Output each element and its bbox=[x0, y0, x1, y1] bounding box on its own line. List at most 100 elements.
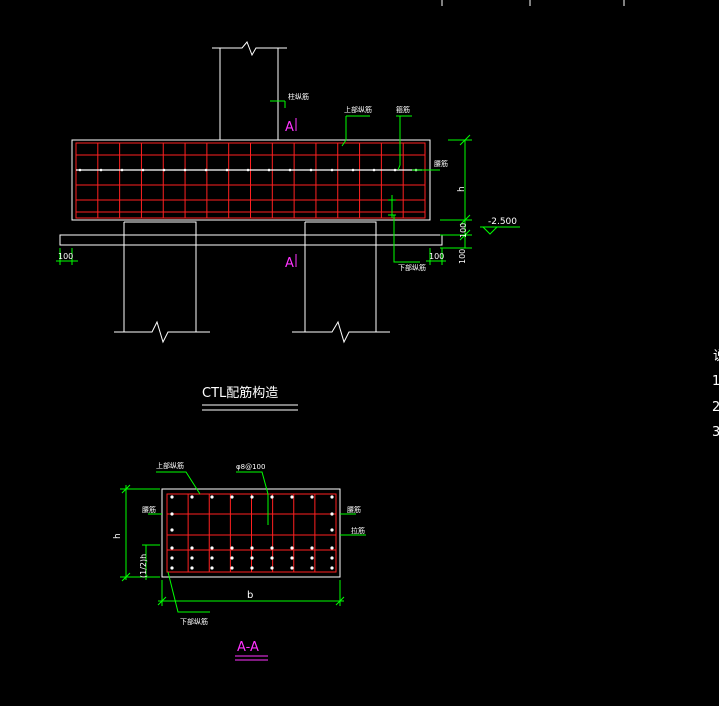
top-bar-dot bbox=[162, 168, 166, 172]
top-bar-dot bbox=[351, 168, 355, 172]
main-title: CTL配筋构造 bbox=[202, 385, 278, 401]
section-outline bbox=[161, 488, 341, 578]
elevation-dimensions bbox=[56, 134, 520, 265]
section-mark-bottom: A bbox=[285, 256, 294, 271]
callout-stirrup: 箍筋 bbox=[396, 105, 410, 114]
section-bar-dot-bottom bbox=[210, 556, 214, 560]
section-bar-dot-bottom bbox=[290, 546, 294, 550]
top-bar-dot bbox=[267, 168, 271, 172]
section-bar-dot-top bbox=[170, 495, 174, 499]
section-bar-dot-bottom bbox=[210, 566, 214, 570]
section-bar-dot-bottom bbox=[190, 546, 194, 550]
section-bar-dot-bottom bbox=[230, 556, 234, 560]
callout-top-bar: 上部纵筋 bbox=[344, 105, 372, 114]
top-bar-dot bbox=[120, 168, 124, 172]
section-bar-dot-bottom bbox=[170, 566, 174, 570]
section-dim-b: b bbox=[247, 590, 253, 601]
section-bar-dot-top bbox=[310, 495, 314, 499]
section-dim-h: h bbox=[113, 533, 123, 539]
section-callouts bbox=[148, 471, 366, 613]
dim-100-b: 100 bbox=[458, 249, 467, 264]
section-dimensions bbox=[120, 484, 345, 606]
callout-waist-bar: 腰筋 bbox=[434, 159, 448, 168]
section-bar-dot-bottom bbox=[330, 566, 334, 570]
section-bar-dot-bottom bbox=[190, 566, 194, 570]
elevation-callouts bbox=[270, 100, 440, 263]
section-bar-dot-bottom bbox=[170, 556, 174, 560]
section-bar-dot-bottom bbox=[270, 546, 274, 550]
section-bar-dot-waist bbox=[330, 512, 334, 516]
rebar-cage bbox=[75, 142, 426, 219]
elevation-view: A A 柱纵筋 上部纵筋 箍筋 腰筋 下部纵筋 h 100 100 -2.500… bbox=[56, 0, 625, 344]
section-bar-dot-waist bbox=[330, 528, 334, 532]
section-callout-waist-right: 腰筋 bbox=[347, 505, 361, 514]
top-bar-dot bbox=[330, 168, 334, 172]
pile-right bbox=[292, 221, 390, 344]
section-bar-dot-bottom bbox=[310, 556, 314, 560]
notes-block: 说 1 2 3 bbox=[712, 349, 719, 440]
section-bar-dot-bottom bbox=[230, 566, 234, 570]
base-cushion bbox=[59, 234, 443, 246]
dim-100-left: 100 bbox=[58, 252, 73, 261]
top-bar-dot bbox=[372, 168, 376, 172]
note-item-2: 2 bbox=[712, 400, 719, 415]
top-bar-dot bbox=[141, 168, 145, 172]
top-bar-dot bbox=[78, 168, 82, 172]
note-item-1: 1 bbox=[712, 374, 719, 389]
section-dim-partial: (1/2)h bbox=[139, 554, 148, 578]
callout-bottom-bar: 下部纵筋 bbox=[398, 263, 426, 272]
callout-column-bar: 柱纵筋 bbox=[288, 92, 309, 101]
section-bar-dot-top bbox=[330, 495, 334, 499]
note-item-3: 3 bbox=[712, 425, 719, 440]
section-bar-dot-bottom bbox=[290, 556, 294, 560]
section-bar-dot-bottom bbox=[250, 546, 254, 550]
top-bar-dot bbox=[204, 168, 208, 172]
main-title-block: CTL配筋构造 bbox=[202, 385, 298, 411]
section-bar-dot-top bbox=[270, 495, 274, 499]
section-view: 上部纵筋 φ8@100 腰筋 腰筋 拉筋 下部纵筋 h (1/2)h b A-A bbox=[113, 461, 366, 661]
elevation-mark: -2.500 bbox=[488, 217, 517, 227]
section-callout-top-bar: 上部纵筋 bbox=[156, 461, 184, 470]
section-callout-pull: 拉筋 bbox=[351, 526, 365, 535]
top-bar-dot bbox=[393, 168, 397, 172]
section-callout-stirrup: φ8@100 bbox=[236, 463, 265, 471]
notes-header: 说 bbox=[713, 349, 719, 364]
section-rebar bbox=[166, 493, 337, 573]
pile-left bbox=[114, 221, 210, 344]
section-bar-dots bbox=[170, 495, 334, 570]
top-bar-dot bbox=[288, 168, 292, 172]
dim-100-right: 100 bbox=[429, 252, 444, 261]
section-bar-dot-bottom bbox=[310, 546, 314, 550]
section-bar-dot-waist bbox=[170, 528, 174, 532]
section-bar-dot-bottom bbox=[270, 556, 274, 560]
section-bar-dot-waist bbox=[170, 512, 174, 516]
section-bar-dot-bottom bbox=[270, 566, 274, 570]
section-bar-dot-bottom bbox=[310, 566, 314, 570]
section-bar-dot-bottom bbox=[330, 546, 334, 550]
section-callout-waist-left: 腰筋 bbox=[142, 505, 156, 514]
top-bar-dot bbox=[246, 168, 250, 172]
section-mark-top: A bbox=[285, 120, 294, 135]
section-bar-dot-top bbox=[290, 495, 294, 499]
section-callout-bottom-bar: 下部纵筋 bbox=[180, 617, 208, 626]
section-bar-dot-bottom bbox=[170, 546, 174, 550]
top-bar-dot bbox=[309, 168, 313, 172]
section-bar-dot-top bbox=[210, 495, 214, 499]
top-bar-dot bbox=[225, 168, 229, 172]
section-bar-dot-top bbox=[190, 495, 194, 499]
top-bar-dot bbox=[183, 168, 187, 172]
section-bar-dot-bottom bbox=[190, 556, 194, 560]
top-bar-dots bbox=[78, 168, 418, 172]
section-bar-dot-bottom bbox=[330, 556, 334, 560]
dim-h-elevation: h bbox=[457, 186, 467, 192]
section-bar-dot-bottom bbox=[290, 566, 294, 570]
section-bar-dot-bottom bbox=[230, 546, 234, 550]
section-title: A-A bbox=[237, 640, 259, 655]
section-bar-dot-top bbox=[230, 495, 234, 499]
section-bar-dot-bottom bbox=[250, 556, 254, 560]
top-bar-dot bbox=[99, 168, 103, 172]
section-bar-dot-bottom bbox=[210, 546, 214, 550]
beam-outline bbox=[71, 139, 431, 221]
column-above bbox=[212, 41, 287, 140]
